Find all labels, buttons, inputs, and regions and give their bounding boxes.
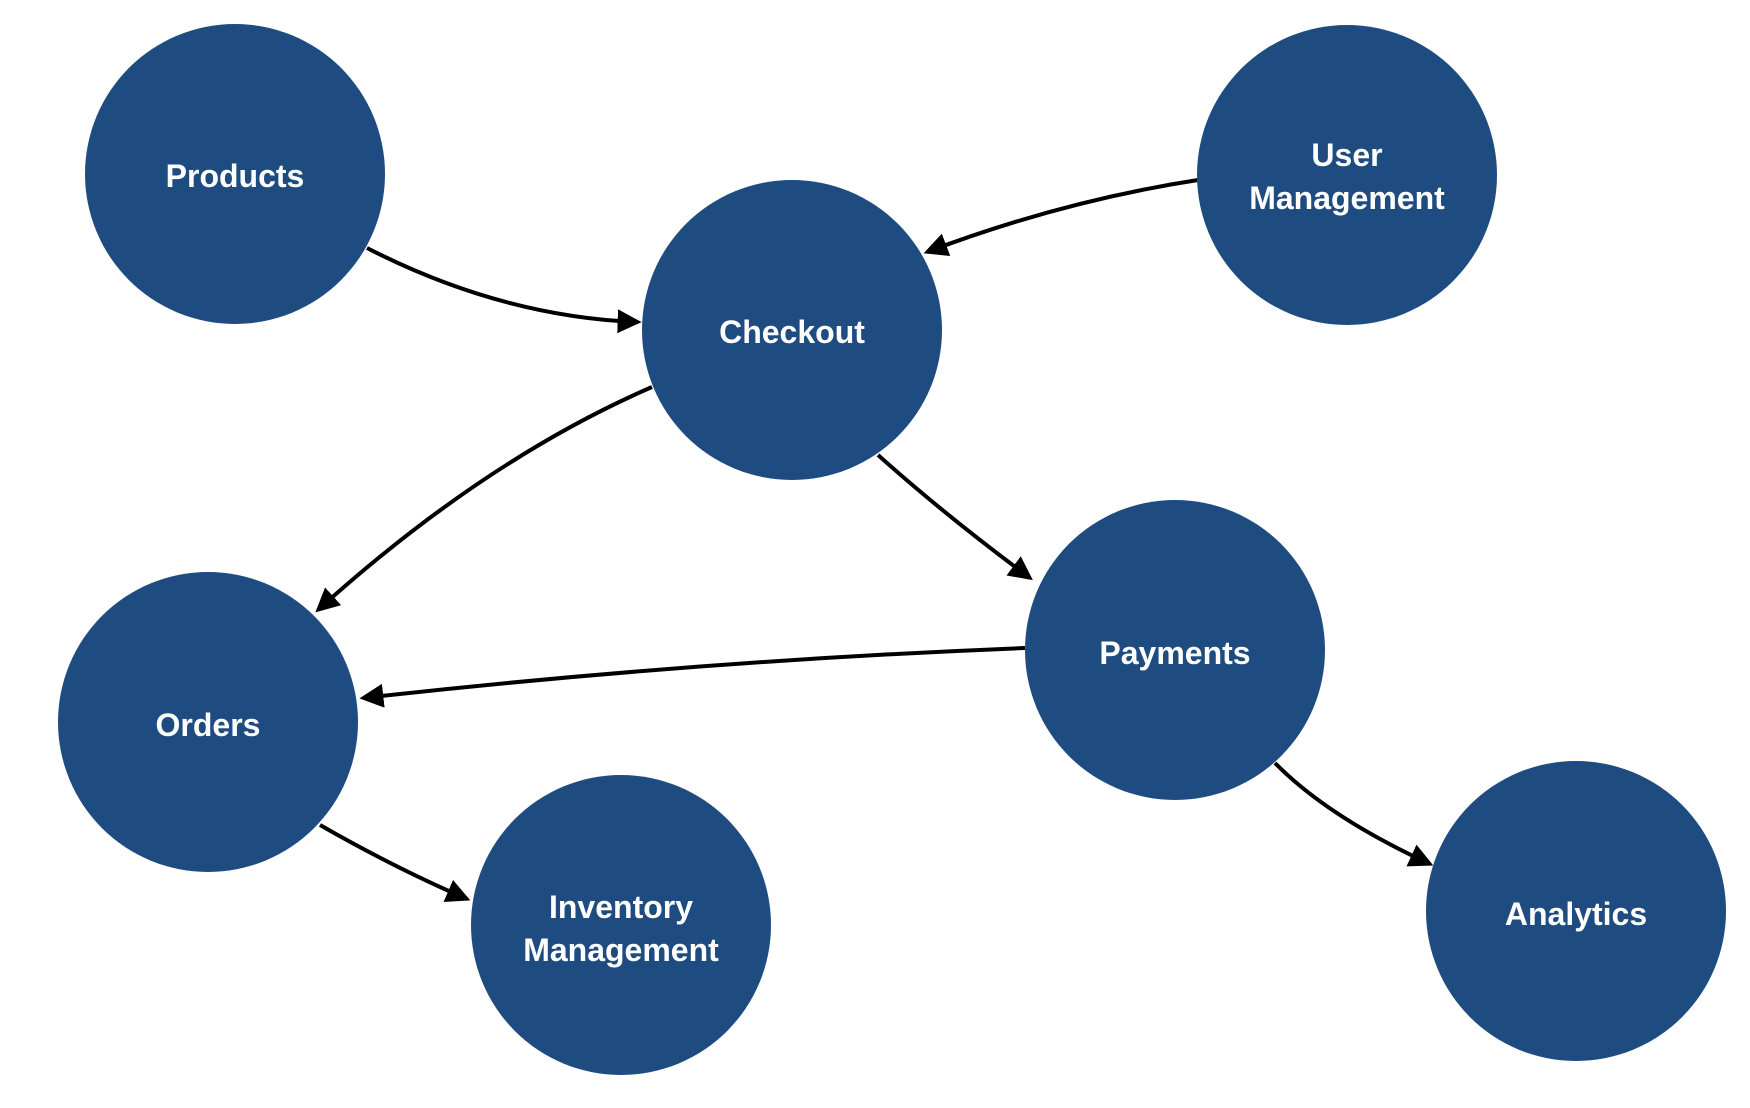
edge-checkout-to-payments: [876, 453, 1033, 581]
node-orders: Orders: [58, 572, 358, 872]
node-analytics: Analytics: [1426, 761, 1726, 1061]
edge-orders-to-inventory-management: [319, 823, 471, 902]
node-payments: Payments: [1025, 500, 1325, 800]
node-analytics-label: Analytics: [1505, 896, 1647, 932]
node-analytics-circle: [1426, 761, 1726, 1061]
node-products: Products: [85, 24, 385, 324]
node-payments-label: Payments: [1099, 635, 1250, 671]
node-user-management-circle: [1197, 25, 1497, 325]
edge-checkout-to-orders: [315, 385, 653, 613]
edge-products-to-checkout: [366, 246, 642, 334]
node-checkout-label: Checkout: [719, 314, 865, 350]
edge-payments-to-analytics: [1273, 761, 1434, 867]
node-checkout-circle: [642, 180, 942, 480]
node-products-circle: [85, 24, 385, 324]
node-orders-label: Orders: [156, 707, 261, 743]
node-inventory-management-circle: [471, 775, 771, 1075]
node-user-management-label-line2: Management: [1249, 180, 1445, 216]
node-products-label: Products: [166, 158, 305, 194]
node-checkout: Checkout: [642, 180, 942, 480]
node-inventory-management: Inventory Management: [471, 775, 771, 1075]
node-payments-circle: [1025, 500, 1325, 800]
node-user-management: User Management: [1197, 25, 1497, 325]
edge-payments-to-orders: [359, 646, 1026, 708]
node-inventory-management-label-line1: Inventory: [549, 889, 693, 925]
node-orders-circle: [58, 572, 358, 872]
edge-user-management-to-checkout: [923, 178, 1199, 257]
node-inventory-management-label-line2: Management: [523, 932, 719, 968]
node-user-management-label-line1: User: [1311, 137, 1382, 173]
